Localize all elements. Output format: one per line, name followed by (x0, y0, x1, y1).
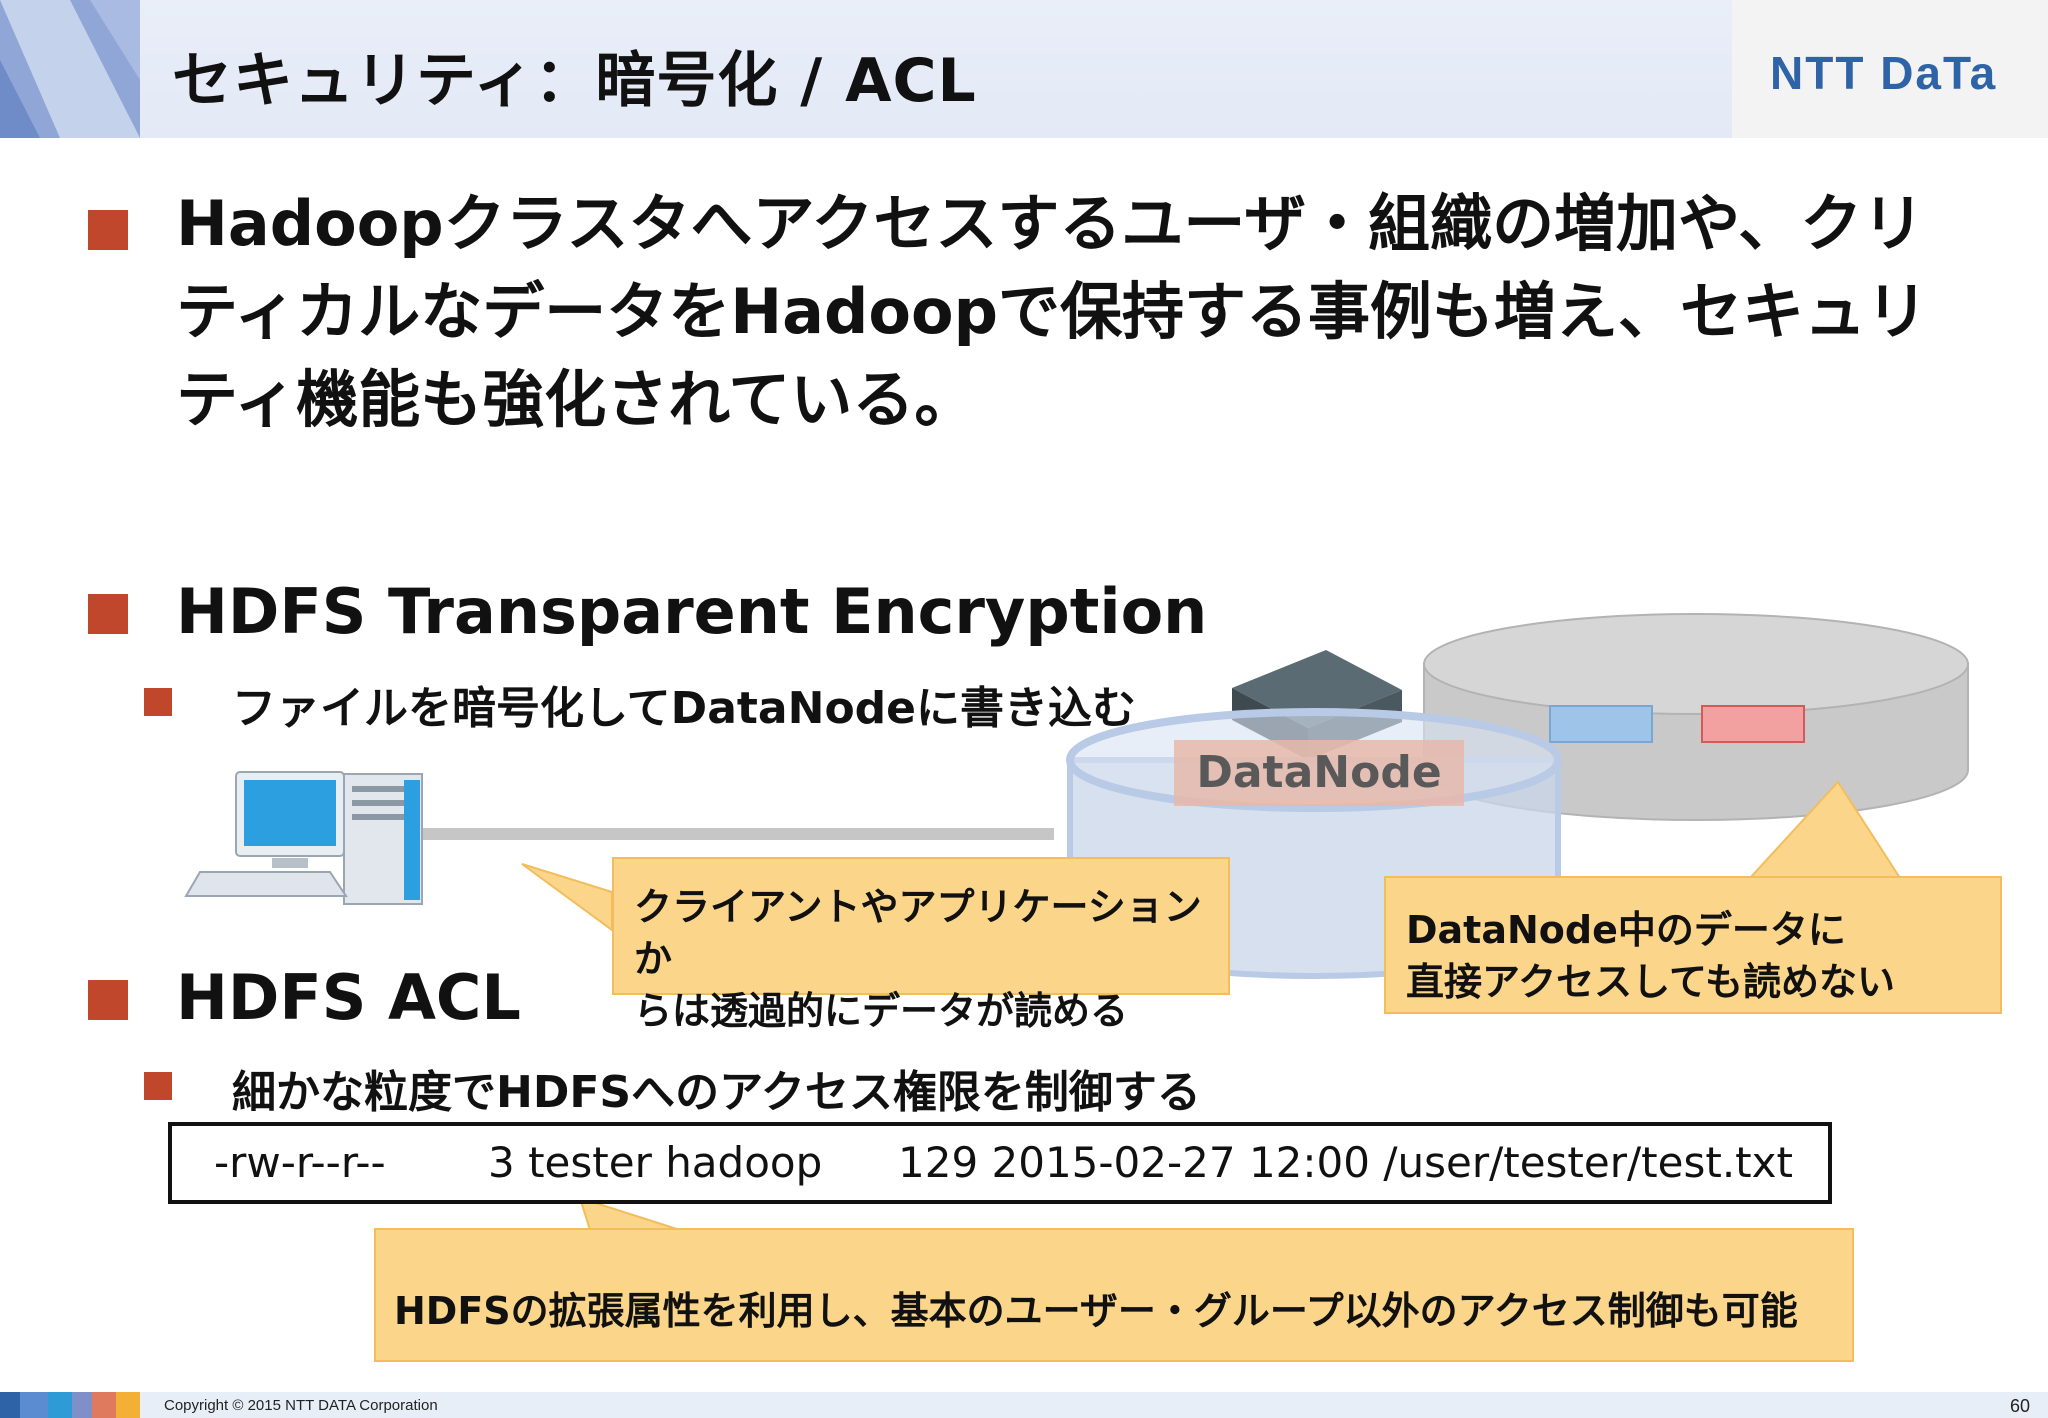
footer-color-bar (92, 1392, 116, 1418)
callout-tail (521, 863, 613, 932)
file-owner-details: 3 tester hadoop (488, 1138, 823, 1187)
logo-area (1732, 0, 2048, 138)
footer-color-bar (116, 1392, 140, 1418)
slide-header: セキュリティ：暗号化 / ACL NTT DaTa (0, 0, 2048, 138)
acl-subtext: 細かな粒度でHDFSへのアクセス権限を制御する (232, 1067, 1201, 1118)
client-callout: クライアントやアプリケーションか らは透過的にデータが読める (612, 857, 1230, 1033)
bullet-square-icon (88, 210, 128, 250)
sub-bullet-square-icon (144, 1072, 172, 1100)
datanode-callout-line2: 直接アクセスしても読めない (1406, 960, 1896, 1004)
sub-bullet-square-icon (144, 688, 172, 716)
encryption-subtext: ファイルを暗号化してDataNodeに書き込む (232, 683, 1137, 734)
hdfs-listing-box: -rw-r--r-- 3 tester hadoop 129 2015-02-2… (168, 1122, 1832, 1204)
acl-callout: HDFSの拡張属性を利用し、基本のユーザー・グループ以外のアクセス制御も可能 (374, 1228, 1854, 1362)
slide-title: セキュリティ：暗号化 / ACL (172, 46, 977, 116)
lead-bullet-text: Hadoopクラスタへアクセスするユーザ・組織の増加や、クリティカルなデータをH… (176, 187, 1928, 436)
acl-heading: HDFS ACL (176, 961, 521, 1034)
network-line (418, 828, 1054, 840)
datanode-callout-line1: DataNode中のデータに (1406, 908, 1846, 952)
encryption-heading: HDFS Transparent Encryption (176, 575, 1208, 648)
client-callout-line1: クライアントやアプリケーションか (634, 885, 1202, 981)
copyright-text: Copyright © 2015 NTT DATA Corporation (164, 1397, 438, 1414)
slide-footer (0, 1392, 2048, 1418)
footer-color-bar (48, 1392, 72, 1418)
page-number: 60 (2009, 1396, 2030, 1416)
bullet-square-icon (88, 980, 128, 1020)
datanode-label: DataNode (1174, 740, 1464, 806)
file-permissions: -rw-r--r-- (214, 1138, 386, 1187)
bullet-square-icon (88, 594, 128, 634)
datanode-callout: DataNode中のデータに 直接アクセスしても読めない (1384, 876, 2002, 1014)
file-size-date-path: 129 2015-02-27 12:00 /user/tester/test.t… (898, 1138, 1793, 1187)
footer-color-bar (20, 1392, 48, 1418)
footer-color-bar (0, 1392, 20, 1418)
ntt-data-logo: NTT DaTa (1770, 47, 1998, 99)
header-decoration (0, 0, 140, 138)
client-callout-line2: らは透過的にデータが読める (634, 989, 1129, 1033)
footer-color-bar (72, 1392, 92, 1418)
client-pc-icon (184, 771, 423, 905)
storage-disk-icon (1423, 613, 1969, 821)
